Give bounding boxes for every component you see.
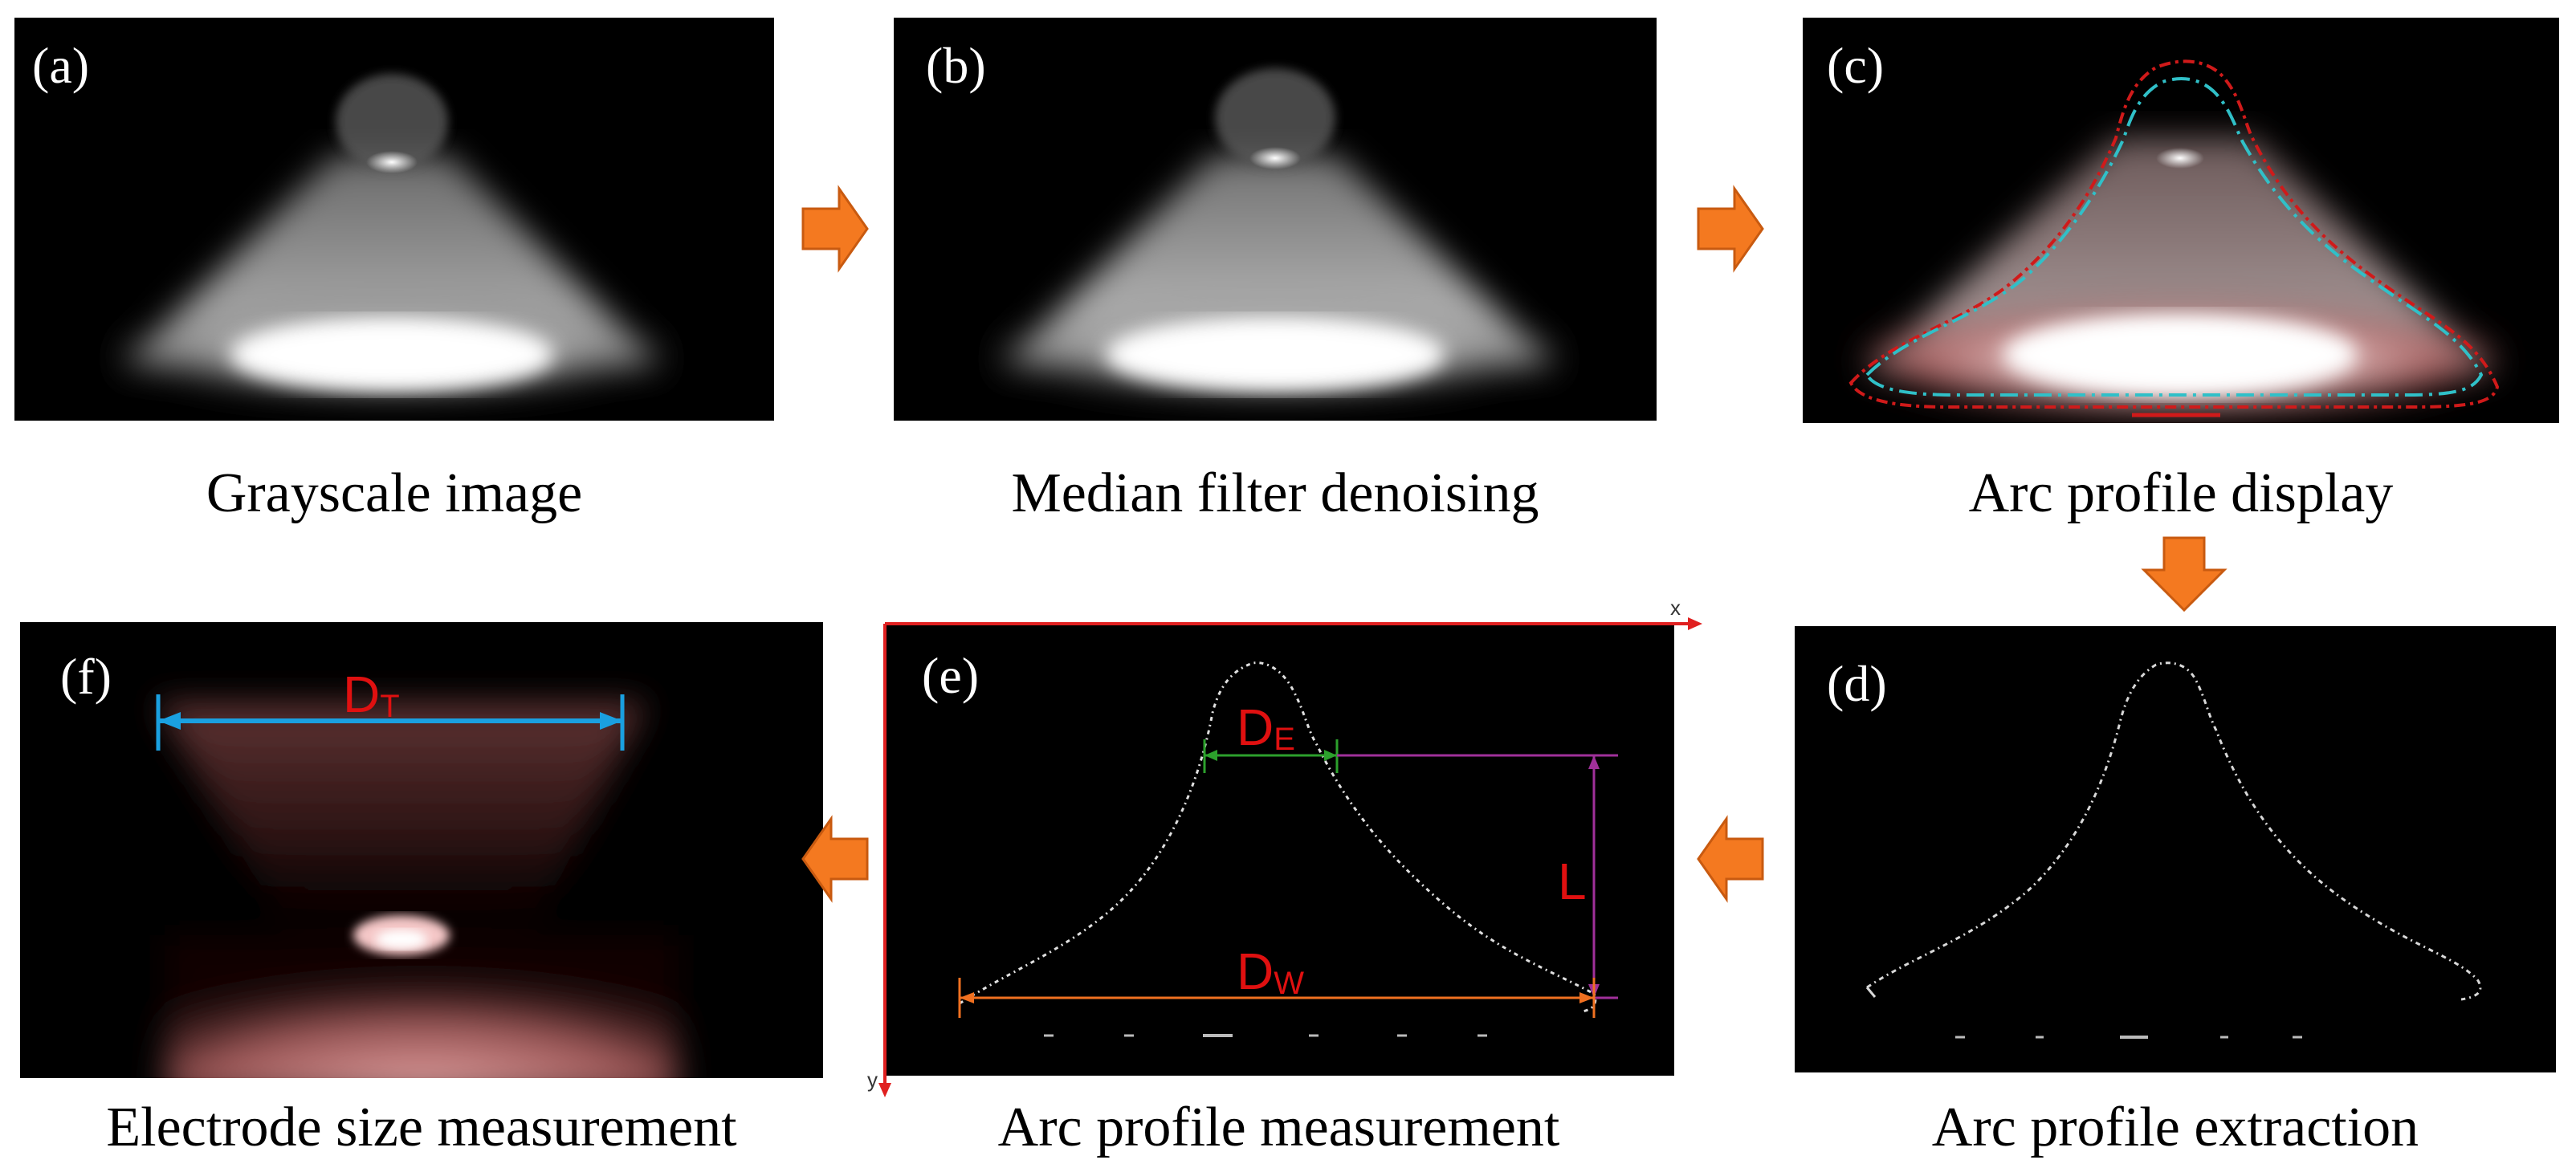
dt-dimension-line bbox=[156, 694, 625, 751]
caption-e: Arc profile measurement bbox=[997, 1097, 1560, 1158]
panel-d-arc-profile-extraction: (d) bbox=[1795, 626, 2556, 1072]
caption-c: Arc profile display bbox=[1968, 462, 2394, 524]
arrow-down-icon bbox=[2141, 536, 2228, 612]
caption-b: Median filter denoising bbox=[1011, 462, 1539, 524]
de-dimension-line bbox=[1203, 739, 1339, 773]
arc-image-profile-overlay bbox=[1848, 59, 2501, 417]
arrow-left-icon bbox=[1697, 815, 1764, 903]
outer-contour-red bbox=[1848, 59, 2500, 409]
y-axis-label: y bbox=[867, 1068, 878, 1092]
panel-label-c: (c) bbox=[1827, 37, 1885, 94]
panel-label-e: (e) bbox=[922, 647, 980, 704]
arc-profile-contour bbox=[1865, 661, 2482, 1039]
panel-label-f: (f) bbox=[60, 648, 112, 705]
x-axis-label: x bbox=[1670, 596, 1681, 620]
arc-image-denoised bbox=[962, 68, 1588, 403]
panel-f-electrode-size: (f) DT bbox=[20, 622, 823, 1078]
panel-c-arc-profile-display: (c) bbox=[1803, 18, 2559, 423]
dt-label: DT bbox=[343, 665, 400, 724]
arc-image-grayscale bbox=[87, 74, 697, 403]
arrow-left-icon bbox=[801, 815, 869, 903]
panel-label-b: (b) bbox=[926, 37, 986, 94]
dw-label: DW bbox=[1237, 942, 1304, 1001]
arrow-right-icon bbox=[1697, 185, 1764, 273]
arrow-right-icon bbox=[801, 185, 869, 273]
panel-e-arc-profile-measurement: (e) DE L DW bbox=[883, 625, 1674, 1076]
panel-label-a: (a) bbox=[32, 37, 90, 94]
panel-b-median-filter: (b) bbox=[894, 18, 1657, 421]
coordinate-axes bbox=[878, 617, 1702, 1097]
inner-contour-cyan bbox=[1865, 77, 2484, 397]
panel-a-grayscale: (a) bbox=[14, 18, 774, 421]
caption-f: Electrode size measurement bbox=[106, 1097, 737, 1158]
caption-d: Arc profile extraction bbox=[1931, 1097, 2419, 1158]
arc-profile-measure-drawing bbox=[958, 661, 1618, 1037]
de-label: DE bbox=[1237, 698, 1295, 757]
panel-label-d: (d) bbox=[1827, 655, 1887, 712]
dw-dimension-line bbox=[958, 978, 1596, 1018]
caption-a: Grayscale image bbox=[206, 462, 583, 524]
l-label: L bbox=[1558, 853, 1587, 910]
electrode-image bbox=[156, 694, 679, 1078]
